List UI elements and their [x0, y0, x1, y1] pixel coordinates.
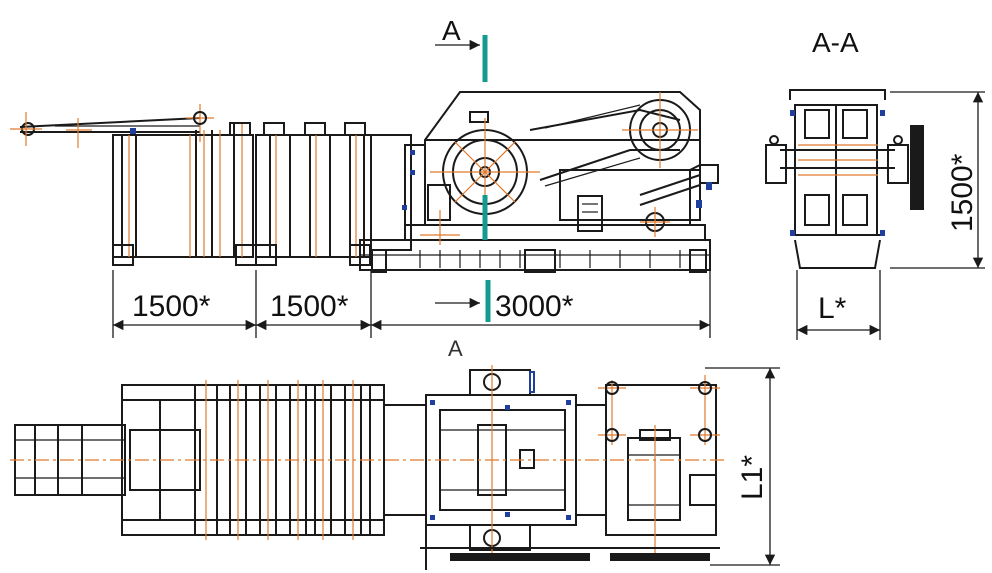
drive-pulley	[622, 92, 698, 168]
dim-left: 1500*	[132, 290, 211, 323]
crusher-housing	[424, 91, 701, 225]
feed-section	[402, 144, 460, 245]
front-view: A 1500* 1500* 3000*	[10, 15, 719, 338]
motor-block	[559, 164, 719, 237]
dim-height: 1500*	[946, 153, 979, 232]
section-plane-a	[435, 35, 491, 322]
dimension-lines-front	[112, 270, 711, 338]
base-bolts	[419, 250, 681, 268]
section-marker-bottom: A	[448, 336, 463, 361]
section-title: A-A	[812, 27, 859, 58]
dim-L1: L1*	[736, 455, 769, 500]
section-view: A-A 1500* L*	[765, 27, 985, 340]
dim-right: 3000*	[495, 290, 574, 323]
plan-bolts	[430, 400, 571, 520]
plan-view: A	[10, 336, 780, 570]
machine-base	[359, 134, 711, 273]
dim-L: L*	[818, 292, 847, 325]
section-marker-top: A	[442, 15, 461, 46]
infeed-arm	[10, 104, 214, 148]
dim-middle: 1500*	[270, 290, 349, 323]
roller-frame-middle	[255, 122, 372, 266]
roller-frame-left	[112, 122, 257, 266]
